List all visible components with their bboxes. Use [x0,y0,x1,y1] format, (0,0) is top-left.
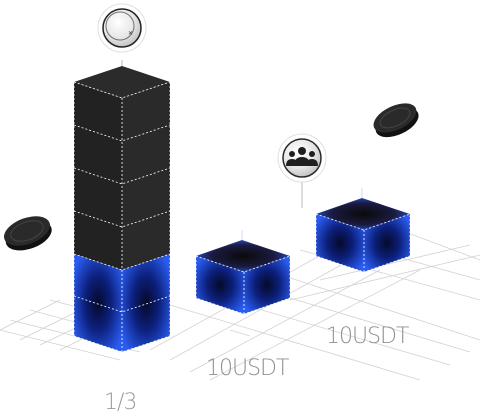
middle-amount-label: 10USDT [206,356,289,381]
coin-icon [373,103,419,138]
svg-text:✕: ✕ [128,31,133,37]
right-amount-label: 10USDT [326,324,409,349]
people-group-icon [277,133,327,208]
stack-left-blue [74,254,122,352]
fraction-label: 1/3 [104,390,137,415]
coin-icon [4,216,52,251]
middle-cube [195,230,291,315]
coin-badge-icon: ✕ [97,3,147,53]
right-cube [315,188,411,273]
stack-right-blue [122,254,170,352]
tall-cube-stack [73,60,171,353]
stack-right-dark [122,82,170,270]
